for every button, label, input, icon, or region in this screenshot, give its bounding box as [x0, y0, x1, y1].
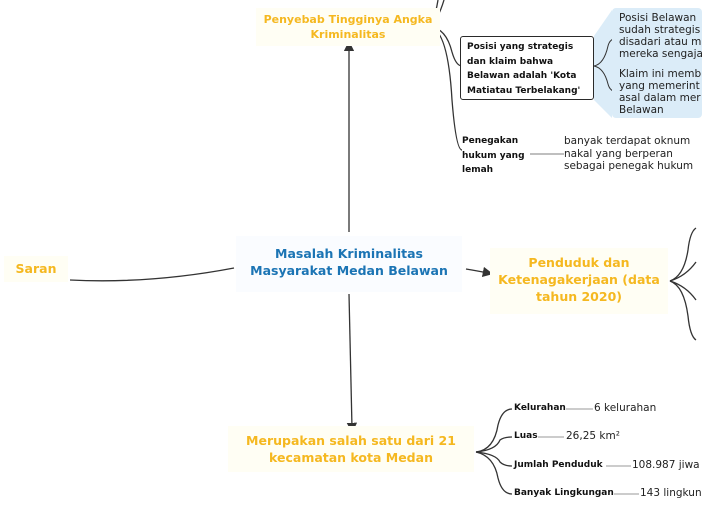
oknum-line-3: sebagai penegak hukum [564, 160, 694, 172]
connector-kec-lingkungan [475, 451, 513, 495]
detail-1-line-3: disadari atau m [619, 36, 702, 48]
oknum-line-1: banyak terdapat oknum [564, 135, 691, 147]
detail-1-line-2: sudah strategis [619, 24, 701, 36]
kecamatan-line-1: Merupakan salah satu dari 21 [246, 433, 456, 448]
label-luas[interactable]: Luas [514, 431, 538, 441]
detail-posisi-belawan[interactable]: Posisi Belawan sudah strategis disadari … [619, 12, 703, 60]
value-luas[interactable]: 26,25 km² [566, 430, 620, 442]
kecamatan-line-2: kecamatan kota Medan [269, 450, 433, 465]
connector-central-kecamatan [346, 293, 358, 434]
detail-2-line-2: yang memerint [619, 80, 700, 92]
detail-klaim[interactable]: Klaim ini memb yang memerint asal dalam … [619, 68, 702, 116]
posisi-line-3: Belawan adalah 'Kota [467, 71, 577, 81]
value-jumlah-penduduk[interactable]: 108.987 jiwa [632, 459, 700, 471]
penyebab-line-2: Kriminalitas [310, 28, 386, 41]
penegakan-line-3: lemah [462, 165, 494, 175]
topic-saran[interactable]: Saran [4, 256, 68, 282]
label-banyak-lingkungan[interactable]: Banyak Lingkungan [514, 488, 614, 498]
label-jumlah-penduduk[interactable]: Jumlah Penduduk [514, 460, 603, 470]
label-kelurahan[interactable]: Kelurahan [514, 403, 566, 413]
penduduk-line-3: tahun 2020) [536, 289, 622, 304]
connector-penduduk-1 [669, 227, 697, 282]
callout-tail [594, 10, 612, 118]
detail-1-line-1: Posisi Belawan [619, 12, 697, 24]
connector-kec-jumlah [475, 451, 513, 467]
posisi-line-2: dan klaim bahwa [467, 56, 554, 67]
connector-kec-luas [475, 436, 513, 453]
penegakan-line-2: hukum yang [462, 150, 525, 161]
connector-kec-kelurahan [475, 408, 513, 453]
topic-penduduk[interactable]: Penduduk dan Ketenagakerjaan (data tahun… [490, 248, 668, 314]
detail-2-line-1: Klaim ini memb [619, 68, 702, 80]
connector-central-saran [69, 267, 235, 282]
value-kelurahan[interactable]: 6 kelurahan [594, 402, 657, 414]
detail-2-line-4: Belawan [619, 104, 664, 116]
subtopic-posisi[interactable]: Posisi yang strategis dan klaim bahwa Be… [460, 36, 594, 100]
central-topic[interactable]: Masalah Kriminalitas Masyarakat Medan Be… [236, 236, 462, 292]
posisi-line-1: Posisi yang strategis [467, 42, 574, 52]
posisi-line-4: Matiatau Terbelakang' [467, 85, 581, 96]
detail-callout [612, 8, 702, 118]
central-line-2: Masyarakat Medan Belawan [250, 263, 448, 278]
penduduk-line-1: Penduduk dan [528, 255, 630, 270]
central-line-1: Masalah Kriminalitas [275, 246, 423, 261]
subtopic-penegakan[interactable]: Penegakan hukum yang lemah [462, 134, 538, 178]
connector-central-penduduk [465, 266, 494, 278]
value-banyak-lingkungan[interactable]: 143 lingkun [640, 487, 702, 499]
connector-penduduk-4 [669, 280, 697, 341]
topic-saran-label: Saran [15, 261, 57, 276]
detail-2-line-3: asal dalam mer [619, 92, 701, 104]
penyebab-line-1: Penyebab Tingginya Angka [263, 13, 433, 26]
topic-penyebab[interactable]: Penyebab Tingginya Angka Kriminalitas [256, 8, 440, 46]
penegakan-line-1: Penegakan [462, 136, 519, 146]
detail-oknum[interactable]: banyak terdapat oknum nakal yang berpera… [564, 135, 696, 173]
topic-kecamatan[interactable]: Merupakan salah satu dari 21 kecamatan k… [228, 426, 474, 472]
detail-1-line-4: mereka sengaja [619, 48, 703, 60]
connector-penduduk-2 [669, 261, 697, 282]
oknum-line-2: nakal yang berperan [564, 147, 673, 160]
penduduk-line-2: Ketenagakerjaan (data [498, 272, 660, 287]
